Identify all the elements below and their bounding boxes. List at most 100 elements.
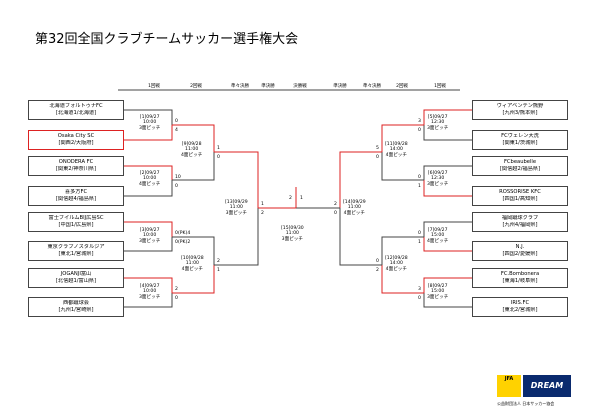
team-name: 富士フイルムBIJ広島SC [48, 215, 104, 221]
score: 1 [300, 196, 303, 201]
team-name: 東京クラブノスタルジア [47, 244, 105, 250]
team-box: FC.Bombonera[東海1/岐阜県] [472, 268, 568, 288]
team-name: Osaka City SC [57, 133, 95, 139]
round-header: 準決勝 [261, 84, 275, 89]
team-region: [関信越2/福島県] [499, 165, 541, 172]
score: 10 [175, 175, 181, 180]
round-header: 2回戦 [396, 84, 408, 89]
score: 0 [217, 155, 220, 160]
team-box: JOGANJI富山[北信越1/富山県] [28, 268, 124, 288]
score: 0 [175, 231, 178, 236]
team-box: 福岡蹴球クラブ[九州4/福岡県] [472, 212, 568, 232]
dream-logo: DREAM [523, 375, 571, 397]
round-header: 準決勝 [333, 84, 347, 89]
team-name: ヴィアベンテン熊野 [496, 103, 544, 109]
page-title: 第32回全国クラブチームサッカー選手権大会 [35, 32, 299, 47]
score: 0 [334, 211, 337, 216]
team-box: FCヴェレン大洗[関東1/茨城県] [472, 130, 568, 150]
score: 0 [175, 240, 178, 245]
team-region: [九州4/福岡県] [502, 221, 538, 228]
score: 3 [418, 287, 421, 292]
pk-score: (PK)4 [178, 231, 191, 236]
score: 0 [175, 184, 178, 189]
team-name: 福岡蹴球クラブ [501, 215, 539, 221]
team-region: [関信越4/福島県] [55, 195, 97, 202]
team-box: Osaka City SC[関西2/大阪府] [28, 130, 124, 150]
team-box: ヴィアベンテン熊野[九州3/熊本県] [472, 100, 568, 120]
team-box: ROSSORISE KFC[四国1/高知県] [472, 186, 568, 206]
team-name: JOGANJI富山 [60, 271, 92, 277]
team-box: ONODERA FC[関東2/神奈川県] [28, 156, 124, 176]
score: 2 [217, 259, 220, 264]
team-name: ROSSORISE KFC [499, 189, 541, 195]
score: 0 [376, 155, 379, 160]
team-name: 西都蹴球会 [63, 300, 89, 306]
team-region: [中国1/広島県] [58, 221, 94, 228]
team-name: 喜多方FC [64, 189, 88, 195]
score: 2 [289, 196, 292, 201]
team-name: FC.Bombonera [500, 271, 540, 277]
team-name: FCbeaubelle [503, 159, 537, 165]
round-header: 2回戦 [190, 84, 202, 89]
round-header: 1回戦 [148, 84, 160, 89]
jfa-logo: JFA [497, 375, 521, 397]
round-header: 決勝戦 [293, 84, 307, 89]
team-region: [北信越1/富山県] [55, 277, 97, 284]
score: 2 [376, 268, 379, 273]
team-region: [東海1/岐阜県] [502, 277, 538, 284]
score: 1 [217, 268, 220, 273]
score: 2 [334, 202, 337, 207]
score: 5 [376, 146, 379, 151]
team-region: [関東2/神奈川県] [55, 165, 97, 172]
score: 1 [418, 240, 421, 245]
score: 2 [261, 211, 264, 216]
team-region: [関西2/大阪府] [58, 139, 94, 146]
team-name: ONODERA FC [58, 159, 94, 165]
round-header: 準々決勝 [231, 84, 249, 89]
team-name: N.J. [515, 244, 525, 250]
team-name: IRIS.FC [510, 300, 530, 306]
team-name: FCヴェレン大洗 [501, 133, 539, 139]
team-region: [九州1/宮崎県] [58, 306, 94, 313]
team-box: 富士フイルムBIJ広島SC[中国1/広島県] [28, 212, 124, 232]
team-name: 北海道フォルトゥナFC [49, 103, 103, 109]
sponsor-logo: JFA DREAM [497, 375, 572, 398]
team-box: 西都蹴球会[九州1/宮崎県] [28, 297, 124, 317]
team-box: 喜多方FC[関信越4/福島県] [28, 186, 124, 206]
team-box: N.J.[四国2/愛媛県] [472, 241, 568, 261]
team-box: FCbeaubelle[関信越2/福島県] [472, 156, 568, 176]
team-region: [東北2/宮城県] [502, 306, 538, 313]
pk-score: (PK)2 [178, 240, 191, 245]
score: 1 [418, 184, 421, 189]
team-box: IRIS.FC[東北2/宮城県] [472, 297, 568, 317]
score: 2 [175, 287, 178, 292]
team-region: [四国2/愛媛県] [502, 250, 538, 257]
round-header: 1回戦 [434, 84, 446, 89]
score: 4 [175, 128, 178, 133]
score: 0 [418, 175, 421, 180]
score: 3 [418, 119, 421, 124]
team-box: 東京クラブノスタルジア[東北1/宮城県] [28, 241, 124, 261]
score: 0 [418, 296, 421, 301]
round-header: 準々決勝 [363, 84, 381, 89]
team-region: [四国1/高知県] [502, 195, 538, 202]
team-region: [北海道1/北海道] [55, 109, 97, 116]
score: 0 [376, 259, 379, 264]
team-box: 北海道フォルトゥナFC[北海道1/北海道] [28, 100, 124, 120]
team-region: [関東1/茨城県] [502, 139, 538, 146]
score: 1 [217, 146, 220, 151]
